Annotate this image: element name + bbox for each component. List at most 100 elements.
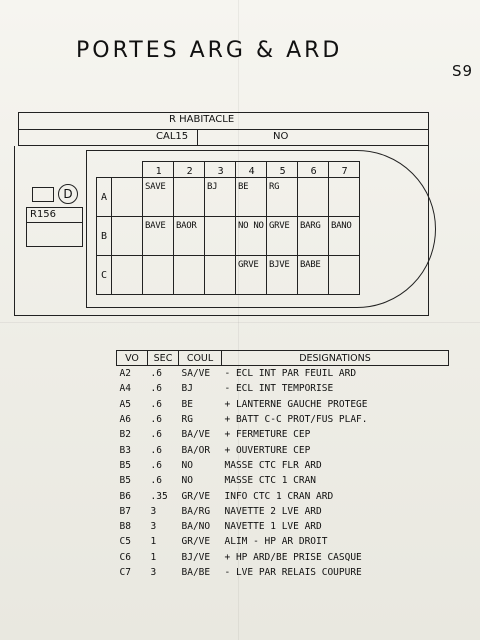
cell-vo: B7 — [119, 505, 131, 517]
grid-cell: BAVE — [142, 216, 174, 256]
grid-cell: GRVE — [266, 216, 298, 256]
grid-cell: BAOR — [173, 216, 205, 256]
cell-vo: A4 — [119, 383, 131, 395]
table-row: B5 .6 NO MASSE CTC 1 CRAN — [117, 473, 449, 488]
cal-label: CAL15 — [156, 131, 189, 142]
relay-label: R156 — [30, 209, 57, 220]
cell-vo: B8 — [119, 521, 131, 533]
cell-coul: RG — [181, 414, 193, 426]
grid-spacer — [112, 162, 143, 178]
cell-designation: NAVETTE 2 LVE ARD — [224, 505, 322, 517]
grid-row-c: C GRVE BJVE BABE — [96, 255, 391, 295]
grid-cell: RG — [266, 177, 298, 217]
grid-cell: BJ — [204, 177, 236, 217]
cell-coul: NO — [181, 459, 193, 471]
cell-coul: NO — [181, 475, 193, 487]
cell-designation: + HP ARD/BE PRISE CASQUE — [224, 551, 362, 563]
cell-sec: 3 — [150, 567, 157, 578]
header-cal-box: CAL15 NO — [18, 130, 429, 146]
grid-col-header: 5 — [266, 161, 298, 178]
grid-cell: BARG — [297, 216, 329, 256]
cell-coul: BA/OR — [181, 444, 211, 456]
cell-coul: BA/RG — [181, 505, 211, 517]
cell-vo: A5 — [119, 398, 131, 410]
header-divider — [197, 130, 198, 145]
cell-designation: + LANTERNE GAUCHE PROTEGE — [224, 398, 368, 410]
grid-corner — [97, 162, 112, 178]
grid-col-header: 6 — [297, 161, 329, 178]
cell-coul: BA/BE — [181, 567, 211, 578]
col-header-designations: DESIGNATIONS — [221, 350, 449, 366]
grid-col-header: 2 — [173, 161, 205, 178]
grid-cell — [111, 216, 143, 256]
grid-cell — [328, 255, 360, 295]
grid-cell: GRVE — [235, 255, 267, 295]
table-row: B6 .35 GR/VE INFO CTC 1 CRAN ARD — [117, 488, 449, 503]
grid-row-a: A SAVE BJ BE RG — [96, 177, 391, 217]
cell-vo: B5 — [119, 459, 131, 471]
cell-vo: B6 — [119, 490, 131, 502]
cell-coul: GR/VE — [181, 490, 211, 502]
grid-cell: SAVE — [142, 177, 174, 217]
cell-designation: - ECL INT PAR FEUIL ARD — [224, 368, 357, 380]
grid-row-b: B BAVE BAOR NO NO GRVE BARG BANO — [96, 216, 391, 256]
page-title: PORTES ARG & ARD — [76, 38, 343, 63]
grid-header-row: 1 2 3 4 5 6 7 — [97, 161, 391, 178]
table-row: B7 3 BA/RG NAVETTE 2 LVE ARD — [117, 504, 449, 519]
cell-designation: - ECL INT TEMPORISE — [224, 383, 334, 395]
relay-box: R156 — [26, 207, 83, 247]
cell-vo: A2 — [119, 368, 131, 380]
cell-designation: + OUVERTURE CEP — [224, 444, 311, 456]
cell-vo: C5 — [119, 536, 131, 548]
col-header-vo: VO — [116, 350, 148, 366]
table-row: B8 3 BA/NO NAVETTE 1 LVE ARD — [117, 519, 449, 534]
row-label: C — [96, 255, 112, 295]
cell-coul: BJ/VE — [181, 551, 211, 563]
cell-vo: A6 — [119, 414, 131, 426]
cell-designation: INFO CTC 1 CRAN ARD — [224, 490, 334, 502]
cell-sec: .6 — [150, 429, 162, 441]
grid-col-header: 7 — [328, 161, 360, 178]
cell-sec: .6 — [150, 383, 162, 395]
cell-designation: + FERMETURE CEP — [224, 429, 311, 441]
cell-sec: .6 — [150, 475, 162, 487]
table-row: A6 .6 RG + BATT C-C PROT/FUS PLAF. — [117, 412, 449, 427]
cell-designation: + BATT C-C PROT/FUS PLAF. — [224, 414, 368, 426]
cell-designation: MASSE CTC FLR ARD — [224, 459, 322, 471]
grid-cell: BANO — [328, 216, 360, 256]
grid-cell: BJVE — [266, 255, 298, 295]
d-circle-symbol: D — [58, 184, 78, 204]
page-code: S9 — [452, 62, 474, 80]
small-square-symbol — [32, 187, 54, 202]
cell-coul: GR/VE — [181, 536, 211, 548]
cell-sec: .35 — [150, 490, 168, 502]
header-section-box: R HABITACLE — [18, 112, 429, 130]
grid-cell — [111, 255, 143, 295]
cell-sec: .6 — [150, 368, 162, 380]
cell-sec: 3 — [150, 505, 157, 517]
grid-col-header: 4 — [235, 161, 267, 178]
cell-vo: B5 — [119, 475, 131, 487]
cell-coul: BA/NO — [181, 521, 211, 533]
grid-cell: BABE — [297, 255, 329, 295]
cell-sec: 3 — [150, 521, 157, 533]
cell-sec: .6 — [150, 459, 162, 471]
cell-sec: .6 — [150, 414, 162, 426]
grid-cell — [142, 255, 174, 295]
connector-outline — [86, 150, 436, 308]
grid-spacer — [360, 162, 391, 178]
cell-designation: MASSE CTC 1 CRAN — [224, 475, 317, 487]
connector-grid: 1 2 3 4 5 6 7 A SAVE BJ BE RG B BAVE BAO… — [96, 161, 391, 295]
grid-cell: BE — [235, 177, 267, 217]
paper-fold-horizontal — [0, 322, 480, 323]
cell-designation: NAVETTE 1 LVE ARD — [224, 521, 322, 533]
cell-designation: ALIM - HP AR DROIT — [224, 536, 328, 548]
grid-cell — [173, 177, 205, 217]
table-row: B5 .6 NO MASSE CTC FLR ARD — [117, 458, 449, 473]
